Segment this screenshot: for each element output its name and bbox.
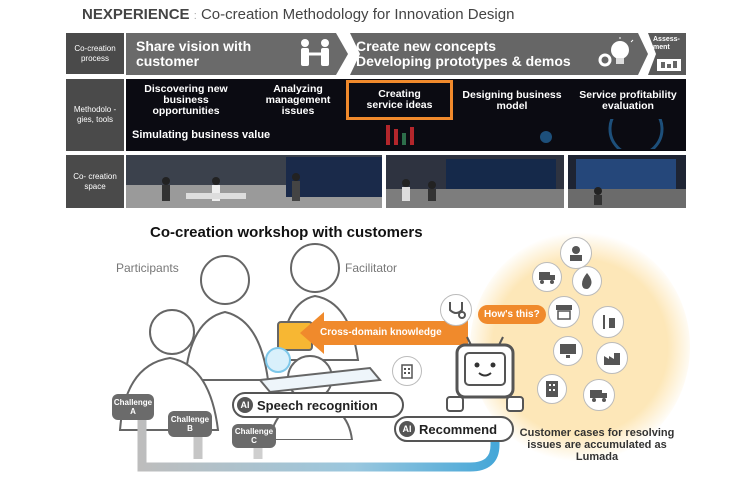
participants-label: Participants — [116, 261, 179, 275]
process-create-label: Create new concepts Developing prototype… — [356, 39, 616, 69]
microphone-icon — [265, 347, 291, 373]
row-label-methods: Methodolo -gies, tools — [66, 79, 124, 151]
stethoscope-icon — [440, 294, 472, 326]
page-subtitle: Co-creation Methodology for Innovation D… — [200, 6, 515, 23]
method-analyzing: Analyzing management issues — [265, 82, 331, 117]
method-discovering: Discovering new business opportunities — [144, 82, 228, 117]
robot-icon — [446, 336, 524, 412]
row-label-space: Co- creation space — [66, 155, 124, 208]
participant-head-2 — [149, 309, 195, 355]
space-photo-2-scene — [386, 155, 564, 208]
method-service: Service profitability evaluation — [579, 89, 677, 112]
space-photo-3-scene — [568, 155, 686, 208]
facilitator-head — [290, 243, 340, 293]
doctor-icon — [560, 237, 592, 269]
row-label-process: Co-creation process — [66, 33, 124, 74]
create-concepts-arrow — [350, 33, 648, 75]
monitor-icon — [553, 336, 583, 366]
method-designing: Designing business model — [462, 89, 562, 112]
factory-icon — [596, 342, 628, 374]
method-creating: Creating service ideas — [346, 80, 453, 120]
method-simulating: Simulating business value — [132, 129, 271, 141]
challenge-b-bubble: Challenge B — [168, 411, 212, 437]
table — [258, 366, 382, 394]
methods-panel — [126, 79, 686, 151]
knowledge-label: Cross-domain knowledge — [320, 327, 442, 338]
recommend-label: Recommend — [419, 421, 498, 437]
brand-name: NEXPERIENCE — [82, 6, 190, 23]
process-share-label: Share vision with customer — [136, 38, 252, 69]
space-photo-1-scene — [126, 155, 382, 208]
shop-icon — [548, 296, 580, 328]
ai-badge-speech: AI — [237, 397, 253, 413]
lightbulb-icon — [598, 37, 634, 67]
fire-icon — [572, 266, 602, 296]
space-photo-2 — [386, 155, 564, 208]
ai-badge-recommend: AI — [399, 421, 415, 437]
speech-recognition-label: Speech recognition — [257, 397, 378, 413]
workshop-title: Co-creation workshop with customers — [150, 224, 423, 241]
lumada-cases-text: Customer cases for resolving issues are … — [519, 427, 675, 463]
process-create-line1: Create new concepts — [356, 38, 497, 54]
recommend-pill: AI Recommend — [394, 416, 514, 442]
workshop-illustration — [118, 243, 382, 440]
challenge-a-bubble: Challenge A — [112, 394, 154, 420]
share-vision-arrow — [126, 33, 348, 75]
handshake-icon — [301, 39, 329, 66]
title-separator: : — [193, 10, 197, 22]
office-building-icon — [537, 374, 567, 404]
methods-backdrop-graphic — [386, 119, 664, 149]
building-icon-small — [392, 356, 422, 386]
process-create-line2: Developing prototypes & demos — [356, 53, 571, 69]
participant-head-1 — [200, 255, 250, 305]
page-title: NEXPERIENCE : Co-creation Methodology fo… — [82, 6, 514, 23]
clipboard-icon — [657, 59, 681, 71]
process-assess-label: Assess- ment — [653, 36, 680, 51]
speech-recognition-pill: AI Speech recognition — [232, 392, 404, 418]
cutlery-icon — [592, 306, 624, 338]
space-photo-1 — [126, 155, 382, 208]
space-photo-3 — [568, 155, 686, 208]
knowledge-arrow — [300, 312, 468, 354]
challenge-c-bubble: Challenge C — [232, 424, 276, 448]
truck-icon — [532, 262, 562, 292]
delivery-truck-icon — [583, 379, 615, 411]
hows-this-bubble: How's this? — [478, 305, 546, 324]
facilitator-label: Facilitator — [345, 261, 398, 275]
participant-body-1 — [183, 310, 270, 381]
